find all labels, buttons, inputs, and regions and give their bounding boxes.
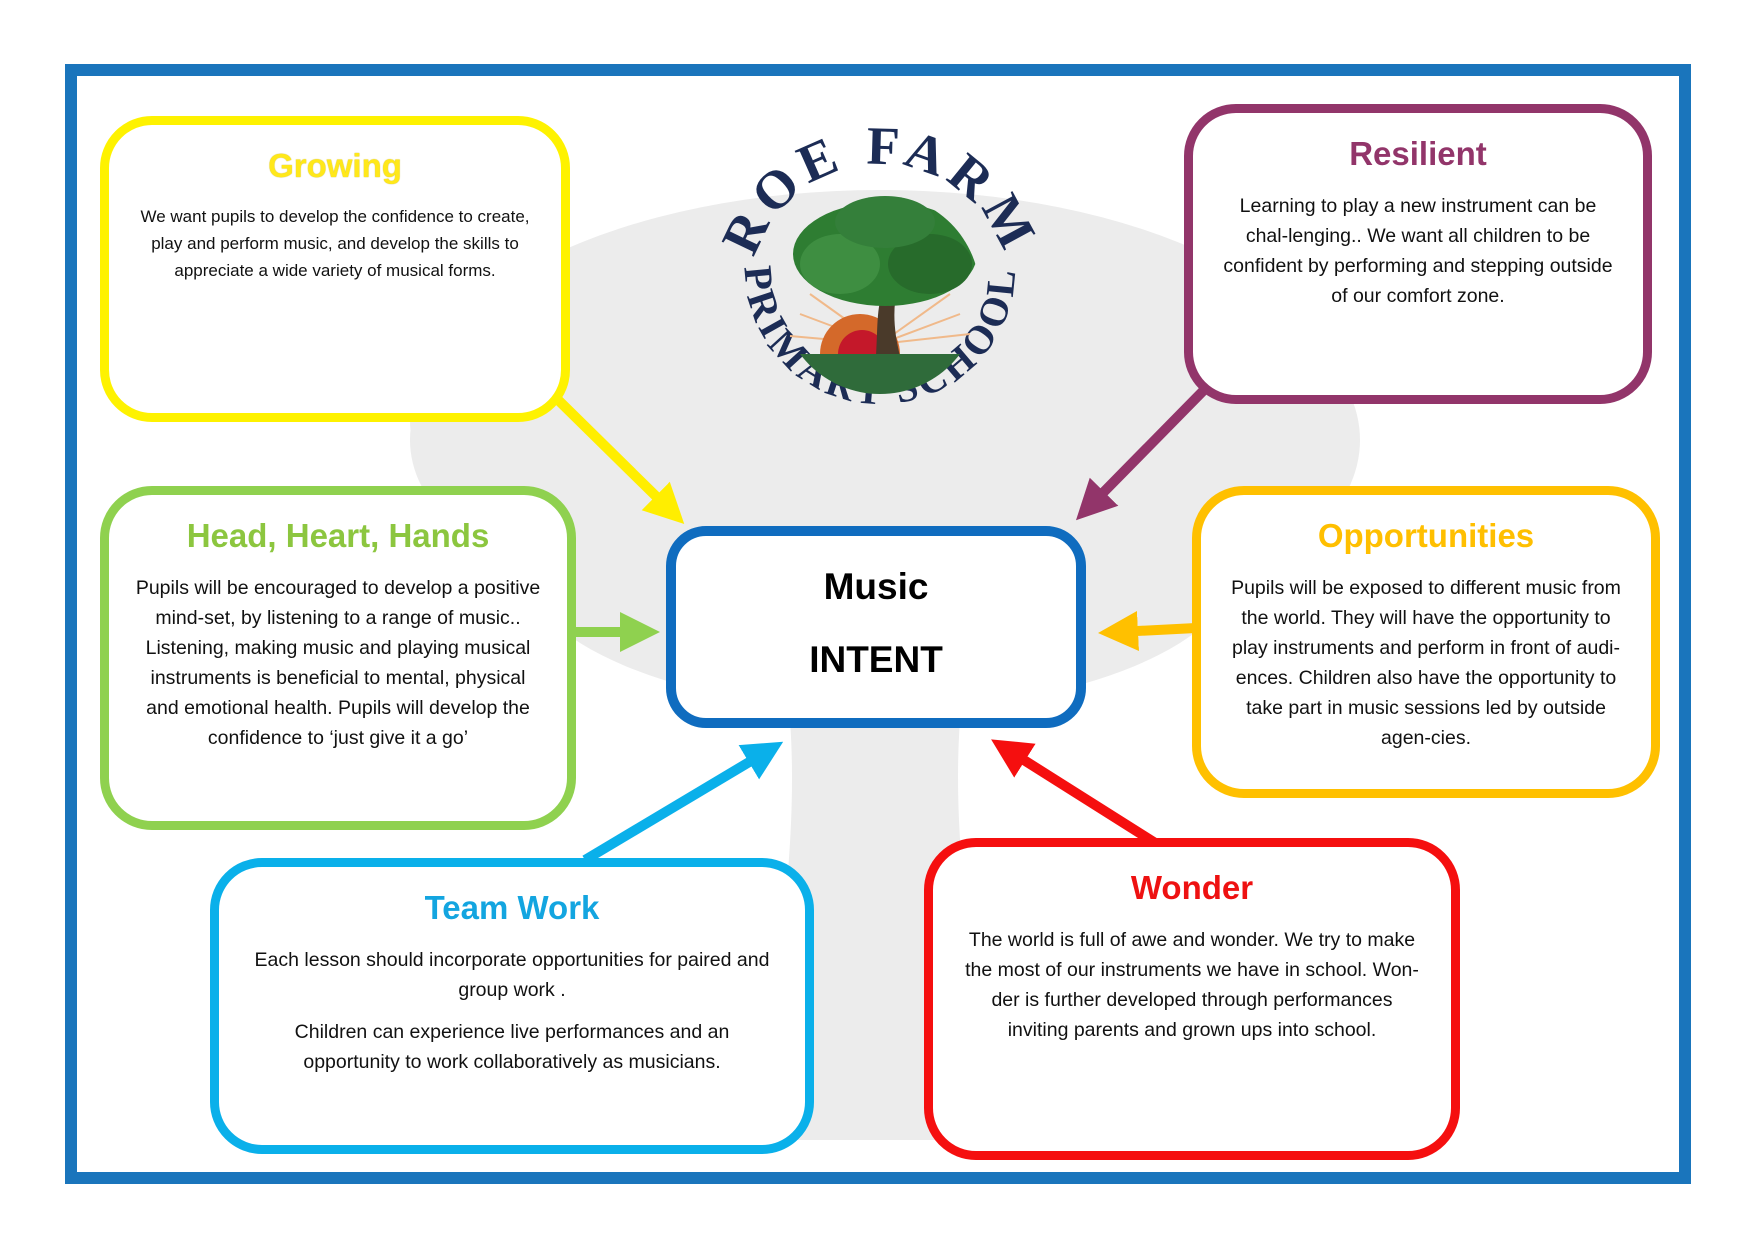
arrow-wonder: [991, 739, 1163, 851]
center-title: Music: [823, 566, 929, 607]
arrow-team-work: [582, 741, 784, 865]
arrow-growing: [546, 388, 685, 525]
box-team-work-text-2: Children can experience live performance…: [294, 1021, 730, 1073]
box-wonder-text: The world is full of awe and wonder. We …: [965, 929, 1419, 1041]
box-growing-title: Growing: [268, 147, 402, 184]
box-growing: Growing We want pupils to develop the co…: [100, 116, 570, 422]
box-resilient: Resilient Learning to play a new instrum…: [1184, 104, 1652, 404]
box-wonder-title: Wonder: [1130, 869, 1254, 906]
box-head-heart-hands-text: Pupils will be encouraged to develop a p…: [135, 577, 541, 749]
box-resilient-text: Learning to play a new instrument can be…: [1223, 195, 1613, 307]
box-opportunities-text: Pupils will be exposed to different musi…: [1231, 577, 1621, 749]
box-opportunities-title: Opportunities: [1317, 517, 1535, 554]
box-resilient-title: Resilient: [1349, 135, 1487, 172]
center-box-music-intent: Music INTENT: [666, 526, 1086, 728]
box-growing-text: We want pupils to develop the confidence…: [140, 207, 530, 280]
arrow-opportunities: [1098, 611, 1197, 651]
box-opportunities: Opportunities Pupils will be exposed to …: [1192, 486, 1660, 798]
arrow-resilient: [1075, 384, 1210, 521]
box-team-work: Team Work Each lesson should incorporate…: [210, 858, 814, 1154]
school-logo: ROE FARM PRIMARY SCHOOL: [710, 116, 1044, 414]
center-subtitle: INTENT: [809, 639, 943, 680]
box-head-heart-hands: Head, Heart, Hands Pupils will be encour…: [100, 486, 576, 830]
box-team-work-title: Team Work: [424, 889, 600, 926]
box-team-work-text-1: Each lesson should incorporate opportuni…: [254, 949, 770, 1001]
box-head-heart-hands-title: Head, Heart, Hands: [186, 517, 490, 554]
box-wonder: Wonder The world is full of awe and wond…: [924, 838, 1460, 1160]
tree-sunrise-icon: [780, 196, 980, 394]
